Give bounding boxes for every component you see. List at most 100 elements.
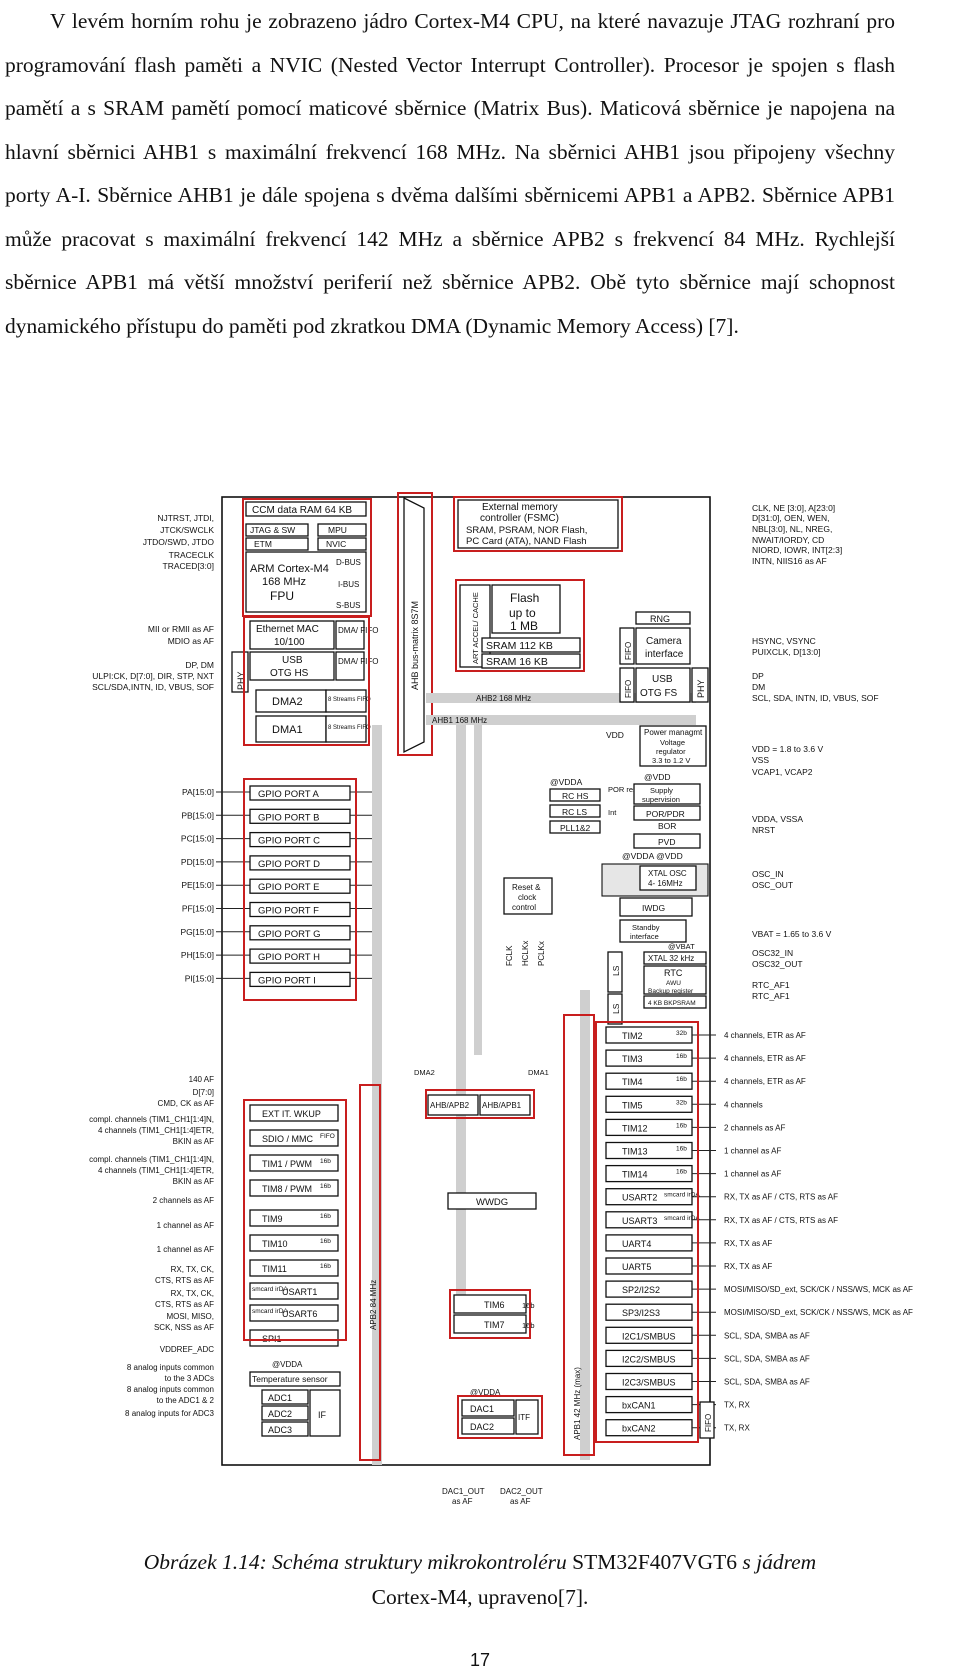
svg-text:D-BUS: D-BUS bbox=[336, 558, 361, 567]
svg-text:OSC32_IN: OSC32_IN bbox=[752, 948, 793, 958]
svg-text:interface: interface bbox=[630, 932, 659, 941]
svg-text:16b: 16b bbox=[522, 1321, 535, 1330]
svg-text:DMA1: DMA1 bbox=[272, 724, 303, 736]
apb1-signal-label: RX, TX as AF bbox=[724, 1239, 772, 1248]
bridge-apb1 bbox=[479, 1094, 531, 1116]
apb2-periph-label: TIM9 bbox=[262, 1214, 283, 1224]
svg-text:SRAM 16 KB: SRAM 16 KB bbox=[486, 656, 548, 668]
svg-text:S-BUS: S-BUS bbox=[336, 601, 360, 610]
apb2-signal-label: VDDREF_ADC bbox=[160, 1345, 214, 1354]
apb1-periph-suffix: smcard irDA bbox=[664, 1192, 700, 1199]
apb2-signal-label: D[7:0] bbox=[193, 1088, 214, 1097]
sram2-box bbox=[481, 653, 581, 669]
svg-text:ETM: ETM bbox=[254, 539, 272, 549]
dma-fifo-1 bbox=[335, 620, 365, 650]
block-diagram: NJTRST, JTDI, JTCK/SWCLK JTDO/SWD, JTDO … bbox=[89, 492, 913, 1506]
svg-text:ADC3: ADC3 bbox=[268, 1425, 292, 1435]
svg-text:Ethernet MAC: Ethernet MAC bbox=[256, 624, 319, 635]
svg-text:External memory: External memory bbox=[482, 502, 558, 513]
gpio-port-box bbox=[249, 855, 351, 871]
svg-text:RNG: RNG bbox=[650, 614, 670, 624]
svg-text:POR/PDR: POR/PDR bbox=[646, 809, 685, 819]
svg-text:interface: interface bbox=[645, 649, 684, 660]
svg-text:DAC2_OUT: DAC2_OUT bbox=[500, 1487, 543, 1496]
apb2-periph-label: USART1 bbox=[282, 1287, 317, 1297]
figure-caption: Obrázek 1.14: Schéma struktury mikrokont… bbox=[0, 1545, 960, 1615]
svg-text:SCL, SDA, INTN, ID, VBUS, SOF: SCL, SDA, INTN, ID, VBUS, SOF bbox=[752, 693, 879, 703]
ccm-ram bbox=[245, 501, 367, 517]
svg-text:@VDDA: @VDDA bbox=[272, 1360, 303, 1369]
svg-text:supervision: supervision bbox=[642, 795, 680, 804]
gpio-port-label: GPIO PORT A bbox=[258, 789, 320, 800]
svg-text:D[31:0], OEN, WEN,: D[31:0], OEN, WEN, bbox=[752, 513, 829, 523]
svg-text:LS: LS bbox=[611, 965, 621, 976]
svg-text:IF: IF bbox=[318, 1410, 327, 1420]
apb1-signal-label: TX, RX bbox=[724, 1401, 750, 1410]
left-signal: JTDO/SWD, JTDO bbox=[143, 537, 215, 547]
apb2-periph-suffix: 16b bbox=[320, 1158, 331, 1165]
gpio-pin-label: PE[15:0] bbox=[181, 880, 214, 890]
apb2-signal-label: 1 channel as AF bbox=[157, 1221, 214, 1230]
gpio-port-label: GPIO PORT E bbox=[258, 882, 319, 893]
mpu-box bbox=[317, 523, 367, 537]
apb1-signal-label: SCL, SDA, SMBA as AF bbox=[724, 1378, 810, 1387]
svg-text:DAC1: DAC1 bbox=[470, 1404, 494, 1414]
apb1-periph-suffix: 16b bbox=[676, 1076, 687, 1083]
apb1-signal-label: SCL, SDA, SMBA as AF bbox=[724, 1331, 810, 1340]
nvic-box bbox=[317, 537, 367, 551]
svg-text:AHB/APB1: AHB/APB1 bbox=[482, 1101, 522, 1110]
svg-text:FIFO: FIFO bbox=[624, 642, 633, 660]
apb2-highlight bbox=[243, 1099, 347, 1341]
svg-text:HCLKx: HCLKx bbox=[521, 941, 530, 966]
apb2-periph-label: EXT IT. WKUP bbox=[262, 1109, 321, 1119]
svg-text:Flash: Flash bbox=[510, 591, 539, 605]
caption-prefix: Obrázek 1.14: Schéma struktury mikrokont… bbox=[143, 1550, 567, 1574]
power-box bbox=[639, 725, 707, 767]
body-paragraph: V levém horním rohu je zobrazeno jádro C… bbox=[5, 0, 895, 348]
apb2-signal-label: 1 channel as AF bbox=[157, 1245, 214, 1254]
gpio-pin-label: PG[15:0] bbox=[180, 927, 214, 937]
svg-text:DMA1: DMA1 bbox=[528, 1068, 549, 1077]
right-signals: CLK, NE [3:0], A[23:0] D[31:0], OEN, WEN… bbox=[752, 503, 879, 703]
apb1-signal-label: 4 channels bbox=[724, 1100, 763, 1109]
apb1-periph-label: TIM14 bbox=[622, 1170, 648, 1180]
tim7-box bbox=[453, 1314, 527, 1334]
apb2-bus-highlight bbox=[359, 1084, 381, 1461]
cpu-label: ARM Cortex-M4 bbox=[250, 563, 329, 575]
apb1-periph-label: I2C1/SMBUS bbox=[622, 1331, 676, 1341]
svg-text:USB: USB bbox=[652, 674, 673, 685]
apb2-periph-label: TIM11 bbox=[262, 1264, 287, 1274]
apb2-periph-suffix: smcard irDA bbox=[252, 1286, 288, 1293]
apb1-signal-label: SCL, SDA, SMBA as AF bbox=[724, 1354, 810, 1363]
svg-text:TIM7: TIM7 bbox=[484, 1320, 505, 1330]
svg-text:DMA2: DMA2 bbox=[414, 1068, 435, 1077]
svg-text:DAC2: DAC2 bbox=[470, 1422, 494, 1432]
svg-text:as AF: as AF bbox=[510, 1497, 531, 1506]
bridge-apb2 bbox=[427, 1094, 479, 1116]
left-signal: MII or RMII as AF bbox=[148, 624, 214, 634]
svg-text:DMA/ FIFO: DMA/ FIFO bbox=[338, 626, 378, 635]
svg-text:ADC1: ADC1 bbox=[268, 1393, 292, 1403]
apb1-periph-label: UART5 bbox=[622, 1262, 651, 1272]
gpio-port-label: GPIO PORT F bbox=[258, 906, 319, 917]
gpio-ports: PA[15:0]GPIO PORT APB[15:0]GPIO PORT BPC… bbox=[180, 785, 372, 988]
svg-text:Standby: Standby bbox=[632, 923, 660, 932]
apb1-periph-label: SP2/I2S2 bbox=[622, 1285, 660, 1295]
apb1-signal-label: 4 channels, ETR as AF bbox=[724, 1031, 806, 1040]
svg-text:OTG FS: OTG FS bbox=[640, 688, 678, 699]
svg-text:XTAL 32 kHz: XTAL 32 kHz bbox=[648, 954, 694, 963]
gpio-pin-label: PF[15:0] bbox=[182, 904, 214, 914]
svg-text:@VDDA: @VDDA bbox=[550, 777, 583, 787]
gpio-port-box bbox=[249, 901, 351, 918]
apb1-signal-label: 2 channels as AF bbox=[724, 1123, 785, 1132]
ethernet-box bbox=[249, 620, 335, 650]
standby-box bbox=[619, 919, 687, 943]
apb2-signal-label: 8 analog inputs for ADC3 bbox=[125, 1409, 214, 1418]
apb2-signal-label: BKIN as AF bbox=[173, 1137, 214, 1146]
bus-matrix-label: AHB bus-matrix 8S7M bbox=[410, 601, 420, 690]
apb1-signal-label: 1 channel as AF bbox=[724, 1170, 781, 1179]
power-clock: VDD Power managmt Voltage regulator 3.3 … bbox=[503, 725, 832, 1025]
gpio-port-box bbox=[249, 831, 351, 848]
